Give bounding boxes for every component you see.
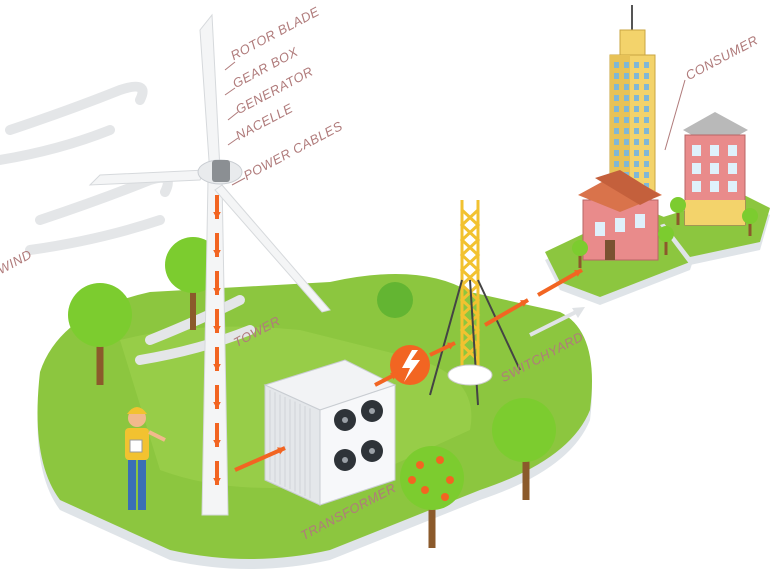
tree-right: [492, 398, 556, 500]
bush: [377, 282, 413, 318]
switchyard-bolt-icon: [390, 345, 430, 385]
wind-turbine: [88, 13, 331, 516]
tree-left: [68, 283, 132, 385]
house: [578, 170, 662, 261]
transformer-fins: [269, 390, 311, 499]
switchyard-pylon: [459, 200, 481, 370]
orange-tree: [400, 446, 464, 548]
leader-lines: [224, 61, 686, 186]
apartment-windows: [692, 145, 737, 192]
consumer-trees: [572, 197, 758, 268]
pylon-base: [447, 364, 493, 386]
grey-flow-arrow: [529, 307, 585, 337]
engineer: [125, 407, 166, 510]
transformer-fans: [334, 400, 383, 471]
flow-arrows: [213, 195, 583, 485]
skyscraper-windows: [614, 62, 649, 189]
